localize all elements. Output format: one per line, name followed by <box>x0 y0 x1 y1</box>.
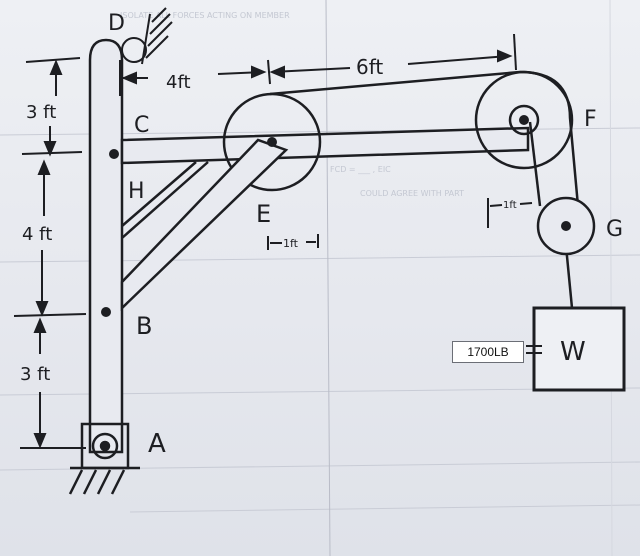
wall-support-d <box>121 7 173 65</box>
horizontal-member-cf <box>120 126 530 165</box>
label-d: D <box>108 11 125 36</box>
pin-g <box>561 221 571 231</box>
weight-box <box>532 306 626 392</box>
label-f: F <box>584 107 597 132</box>
label-a: A <box>148 429 166 459</box>
vertical-dimensions <box>13 57 87 449</box>
dim-4ft-middle: 4 ft <box>22 224 52 245</box>
pin-f <box>519 115 529 125</box>
label-c: C <box>134 113 149 138</box>
horizontal-dimensions <box>119 33 533 250</box>
label-b: B <box>136 312 152 340</box>
pin-e <box>267 137 277 147</box>
pin-joints <box>101 115 571 317</box>
cable <box>269 70 580 309</box>
diagonal-member-h <box>121 161 209 239</box>
label-h: H <box>128 179 145 204</box>
label-e: E <box>256 200 271 228</box>
dim-1ft-e: 1ft <box>283 237 299 250</box>
dim-3ft-lower: 3 ft <box>20 364 50 385</box>
vertical-member-ad <box>88 38 124 454</box>
dim-3ft-upper: 3 ft <box>26 102 56 123</box>
pin-support-a <box>68 422 140 495</box>
svg-text:ISOLATE ALL FORCES ACTING ON M: ISOLATE ALL FORCES ACTING ON MEMBER <box>120 11 290 20</box>
pin-c <box>109 149 119 159</box>
svg-text:COULD AGREE WITH PART: COULD AGREE WITH PART <box>360 189 464 198</box>
dim-4ft-top: 4ft <box>166 72 191 93</box>
weight-value-callout: 1700LB <box>452 341 524 363</box>
label-w: W <box>560 337 586 367</box>
svg-text:FCD = ___ , EIC: FCD = ___ , EIC <box>330 165 391 174</box>
equal-mark <box>526 345 542 354</box>
diagonal-member-b <box>120 138 289 311</box>
dim-6ft-top: 6ft <box>356 55 383 79</box>
label-g: G <box>606 217 623 242</box>
faint-backprint: ISOLATE ALL FORCES ACTING ON MEMBER FCD … <box>120 11 464 198</box>
dim-1ft-g: 1ft <box>503 200 517 211</box>
pin-b <box>101 307 111 317</box>
